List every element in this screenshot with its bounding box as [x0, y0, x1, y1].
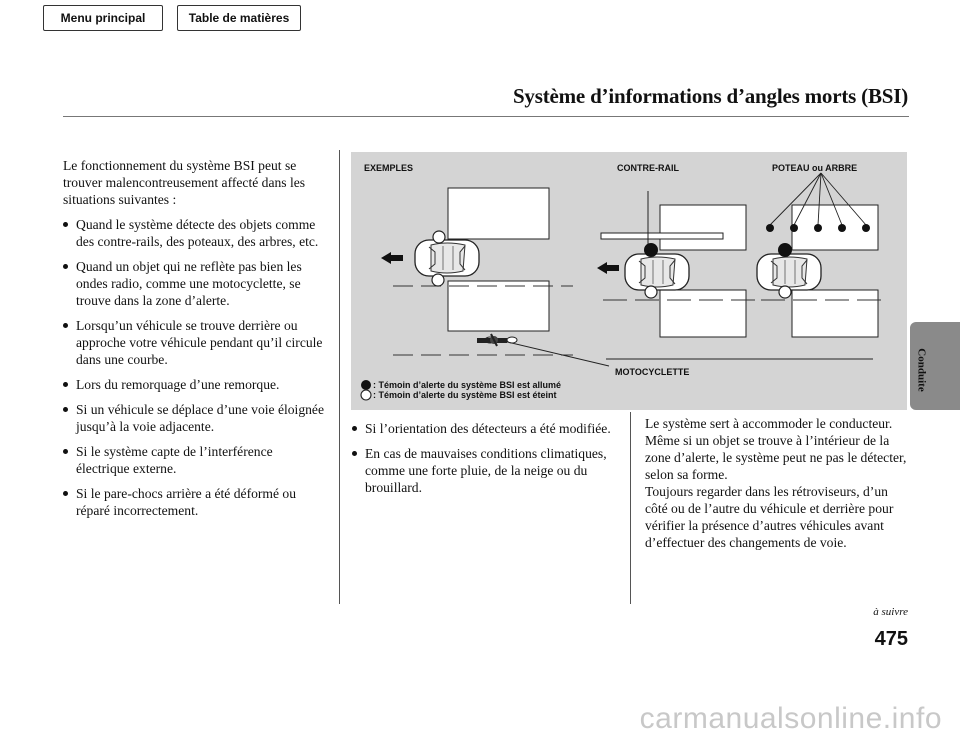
vehicle-box [791, 289, 879, 338]
section-tab-label: Conduite [916, 348, 928, 392]
pole-tree-label: POTEAU ou ARBRE [772, 163, 858, 173]
legend-off-icon [360, 389, 372, 401]
warning-light-off-icon [778, 285, 792, 299]
direction-arrow-icon [381, 252, 403, 264]
table-of-contents-button[interactable]: Table de matières [177, 5, 301, 31]
pole-tree-markers [766, 172, 870, 232]
vehicle-box [659, 204, 747, 251]
intro-paragraph: Le fonctionnement du système BSI peut se… [63, 158, 306, 207]
guardrail-label: CONTRE-RAIL [617, 163, 679, 173]
column-middle: Si l’orientation des détecteurs a été mo… [352, 412, 614, 496]
vehicle-box [447, 187, 550, 240]
page-number: 475 [874, 628, 908, 650]
bsi-diagram [360, 172, 881, 401]
warning-light-on-icon [644, 243, 658, 257]
continued-note: à suivre [873, 606, 908, 618]
list-item: Lorsqu’un véhicule se trouve derrière ou… [63, 317, 328, 368]
car-icon [756, 253, 822, 291]
conditions-list: Quand le système détecte des objets comm… [63, 216, 328, 519]
warning-light-off-icon [644, 285, 658, 299]
list-item: En cas de mauvaises conditions climatiqu… [352, 445, 614, 496]
advice-paragraph: Toujours regarder dans les rétroviseurs,… [645, 484, 894, 550]
bsi-examples-figure: EXEMPLES CONTRE-RAIL POTEAU ou ARBRE MOT… [351, 152, 907, 410]
legend-off-label: : Témoin d’alerte du système BSI est éte… [373, 390, 557, 400]
motorcycle-label: MOTOCYCLETTE [615, 367, 690, 377]
list-item: Si le pare-chocs arrière a été déformé o… [63, 485, 328, 519]
page-title: Système d’informations d’angles morts (B… [512, 84, 908, 108]
car-icon [414, 239, 480, 277]
title-rule [63, 116, 909, 117]
guardrail [600, 232, 724, 240]
warning-light-on-icon [778, 243, 792, 257]
column-left: Le fonctionnement du système BSI peut se… [63, 157, 328, 519]
vehicle-box [447, 280, 550, 332]
warning-light-off-icon [432, 230, 446, 244]
conditions-list-continued: Si l’orientation des détecteurs a été mo… [352, 420, 614, 496]
list-item: Quand un objet qui ne reflète pas bien l… [63, 258, 328, 309]
warning-light-off-icon [431, 273, 445, 287]
column-divider-left [339, 150, 340, 604]
column-divider-right [630, 412, 631, 604]
list-item: Si un véhicule se déplace d’une voie élo… [63, 401, 328, 435]
motorcycle-icon [477, 333, 518, 347]
advice-paragraph: Le système sert à accommoder le conducte… [645, 416, 907, 482]
examples-label: EXEMPLES [364, 163, 414, 173]
list-item: Lors du remorquage d’une remorque. [63, 376, 328, 393]
vehicle-box [791, 204, 879, 251]
list-item: Quand le système détecte des objets comm… [63, 216, 328, 250]
section-tab [910, 322, 960, 410]
watermark: carmanualsonline.info [639, 702, 942, 735]
main-menu-button[interactable]: Menu principal [43, 5, 163, 31]
column-right: Le système sert à accommoder le conducte… [645, 415, 910, 551]
legend-on-label: : Témoin d’alerte du système BSI est all… [373, 380, 562, 390]
car-icon [624, 253, 690, 291]
vehicle-box [659, 289, 747, 338]
direction-arrow-icon [597, 262, 619, 274]
list-item: Si le système capte de l’interférence él… [63, 443, 328, 477]
legend-on-icon [361, 380, 371, 390]
list-item: Si l’orientation des détecteurs a été mo… [352, 420, 614, 437]
